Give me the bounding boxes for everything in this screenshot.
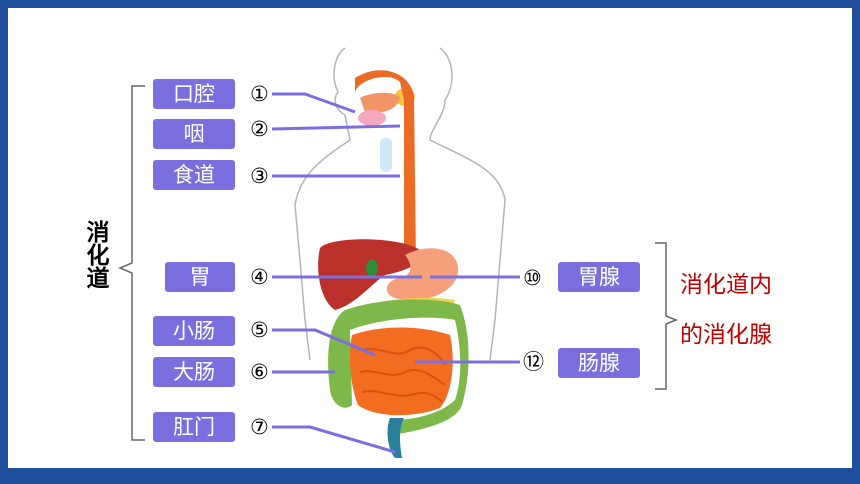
num-gastric-gland: ⑩ (523, 266, 542, 290)
label-intestinal-gland: 肠腺 (558, 348, 640, 378)
mouth-cavity (360, 92, 400, 113)
tongue (358, 110, 386, 126)
rectum (387, 418, 404, 458)
body-outline (294, 47, 506, 361)
label-esophagus: 食道 (153, 160, 235, 190)
num-intestinal-gland: ⑫ (523, 350, 544, 374)
line-anus (272, 425, 396, 454)
label-stomach: 胃 (165, 262, 235, 292)
right-group-label-line1: 消化道内 (680, 272, 772, 298)
num-mouth: ① (250, 82, 269, 106)
small-intestine-folds (359, 346, 446, 403)
num-anus: ⑦ (250, 415, 269, 439)
line-mouth (272, 92, 356, 114)
bottom-band (0, 468, 860, 484)
label-small-intestine: 小肠 (153, 316, 235, 346)
gallbladder (366, 259, 378, 277)
num-esophagus: ③ (250, 164, 269, 188)
num-small-intestine: ⑤ (250, 318, 269, 342)
num-large-intestine: ⑥ (250, 360, 269, 384)
label-gastric-gland: 胃腺 (558, 262, 640, 292)
right-group-label-line2: 的消化腺 (680, 322, 772, 348)
line-small-intestine (272, 328, 376, 357)
left-brace (118, 85, 145, 441)
label-mouth: 口腔 (153, 79, 235, 109)
label-pharynx: 咽 (153, 119, 235, 149)
label-large-intestine: 大肠 (153, 357, 235, 387)
num-pharynx: ② (250, 117, 269, 141)
line-pharynx (271, 124, 401, 131)
label-anus: 肛门 (153, 412, 235, 442)
group-label-text: 消化道 (82, 220, 108, 289)
large-intestine (328, 299, 469, 435)
right-brace (655, 242, 679, 390)
group-label-digestive-tract: 消化道 (80, 220, 110, 289)
num-stomach: ④ (250, 265, 269, 289)
stomach (386, 248, 459, 301)
trachea (380, 138, 392, 172)
